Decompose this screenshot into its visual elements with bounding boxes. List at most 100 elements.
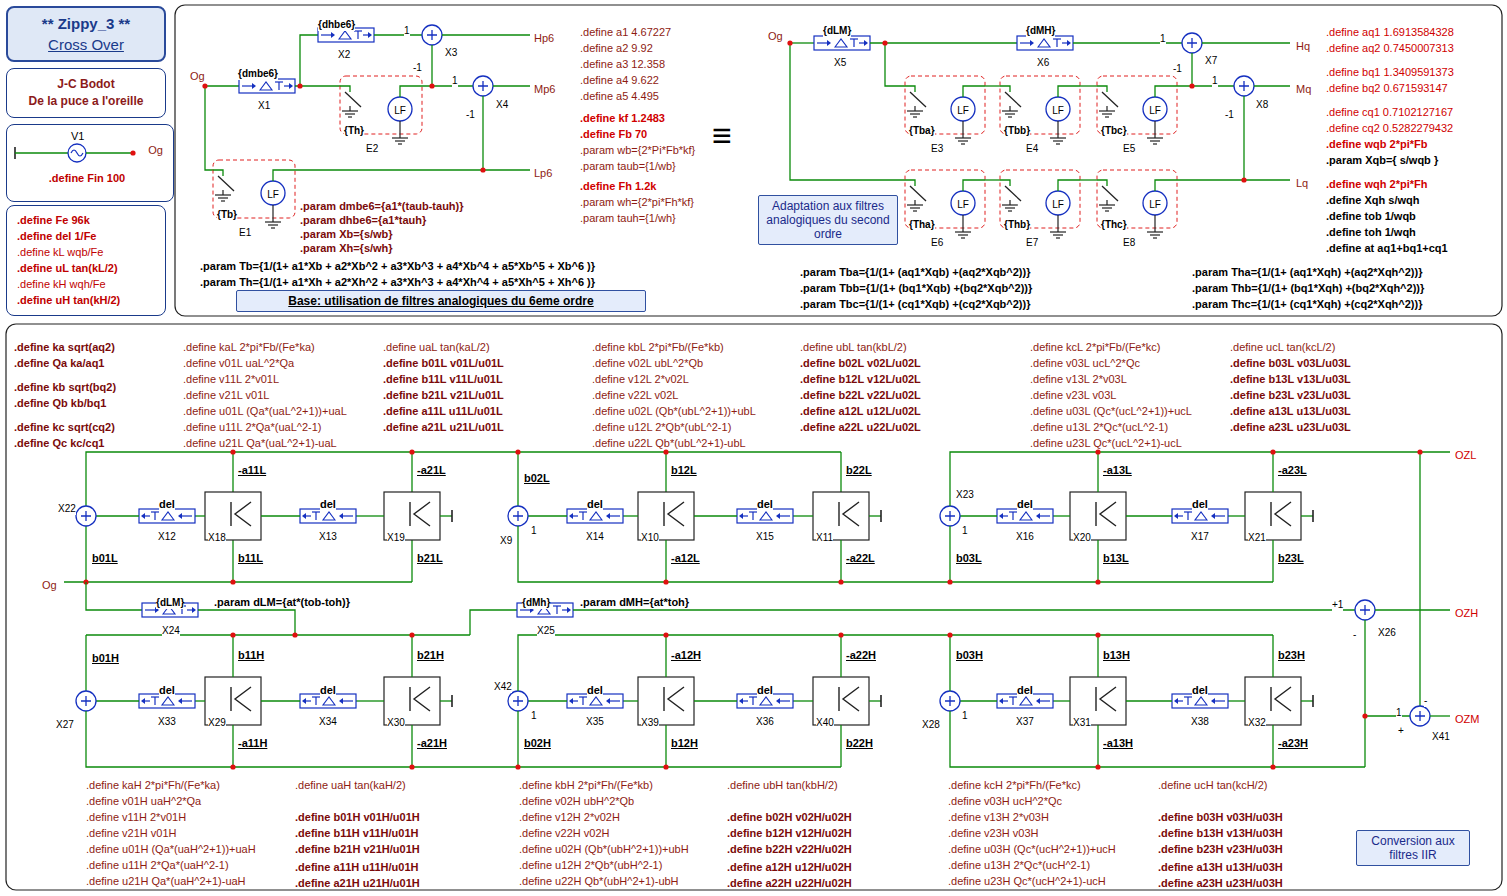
part-name: X38 xyxy=(1191,716,1209,728)
delay-delta xyxy=(590,697,602,705)
wire xyxy=(1419,452,1420,706)
part-name: X37 xyxy=(1016,716,1034,728)
label-anchor: {Thc} xyxy=(1101,214,1127,232)
ground-lead xyxy=(962,121,963,138)
label-text: .define v21L v01L xyxy=(183,389,269,401)
delay-arrowhead xyxy=(1211,513,1215,519)
label-anchor: del xyxy=(757,680,773,698)
wire xyxy=(213,170,223,176)
coefficient-label: b13L xyxy=(1103,552,1129,564)
wire xyxy=(840,540,841,582)
label-text: LF xyxy=(1052,105,1064,117)
label-anchor: del xyxy=(159,494,175,512)
ground xyxy=(913,210,917,211)
label-anchor: -a11L xyxy=(238,460,266,478)
iir-symbol xyxy=(235,687,251,711)
label-text: .define u11L 2*Qa*(uaL^2-1) xyxy=(183,421,321,433)
junction-dot xyxy=(1095,764,1100,769)
part-name: X22 xyxy=(58,503,76,515)
iir-symbol xyxy=(1100,687,1116,711)
ground xyxy=(1050,231,1066,232)
lf-source xyxy=(951,191,975,215)
label-anchor: LF xyxy=(1052,100,1064,118)
junction-dot xyxy=(838,632,843,637)
ground xyxy=(1050,137,1066,138)
label-text: Og xyxy=(768,30,783,42)
label-text: .define Xqh s/wqh xyxy=(1326,194,1420,206)
coefficient-label: b01H xyxy=(92,652,119,664)
ground xyxy=(910,207,920,208)
delay-arrowhead xyxy=(141,513,145,519)
part-name: X9 xyxy=(500,535,512,547)
junction-dot xyxy=(947,579,952,584)
ground-lead xyxy=(962,215,963,232)
part-name: X13 xyxy=(319,531,337,543)
coefficient-label: b21L xyxy=(417,552,443,564)
part-name: X35 xyxy=(586,716,604,728)
label-text: .define u03L (Qc*(ucL^2+1))+ucL xyxy=(1030,405,1192,417)
junction-dot xyxy=(297,83,302,88)
delay-block xyxy=(567,509,623,523)
label-text: Og xyxy=(190,70,205,82)
delay-block xyxy=(1172,694,1228,708)
summer-plus xyxy=(1239,81,1249,91)
wire xyxy=(295,169,530,170)
label-anchor: .define v13L 2*v03L xyxy=(1030,369,1127,387)
part-name: X2 xyxy=(338,49,350,61)
label-text: .define kbL 2*pi*Fb/(Fe*kb) xyxy=(592,341,724,353)
lf-source xyxy=(261,181,285,205)
label-text: .define a5 4.495 xyxy=(580,90,659,102)
summer-circle xyxy=(1234,76,1254,96)
switch xyxy=(910,92,926,107)
label-text: .define u01L (Qa*(uaL^2+1))+uaL xyxy=(183,405,347,417)
label-text: .define b03H v03H/u03H xyxy=(1158,811,1283,823)
label-anchor: .define a3 12.358 xyxy=(580,54,665,72)
iir-symbol xyxy=(1100,502,1116,526)
wire xyxy=(949,635,950,691)
terminator xyxy=(451,510,453,522)
label-anchor: LF xyxy=(1052,194,1064,212)
summer-plus xyxy=(1187,38,1197,48)
part-name: E5 xyxy=(1123,143,1135,155)
label-anchor: E3 xyxy=(931,138,943,156)
label-anchor: -a21L xyxy=(417,460,446,478)
wire xyxy=(195,700,205,701)
label-anchor: .define kbL 2*pi*Fb/(Fe*kb) xyxy=(592,337,724,355)
wire xyxy=(1228,700,1245,701)
wire xyxy=(905,180,915,186)
label-anchor: .param Thc={1/(1+ (cq1*Xqh) +(cq2*Xqh^2)… xyxy=(1192,294,1422,312)
ground xyxy=(221,200,225,201)
summer-plus xyxy=(81,696,91,706)
label-anchor: .define b21L v21L/u01L xyxy=(383,385,504,403)
label-anchor: .define v12L 2*v02L xyxy=(592,369,689,387)
delay-arrowhead xyxy=(302,513,306,519)
junction-dot xyxy=(429,83,434,88)
label-anchor: .define b03L v03L/u03L xyxy=(1230,353,1351,371)
label-text: .define a4 9.622 xyxy=(580,74,659,86)
wire xyxy=(1053,700,1070,701)
label-anchor: .define b12L v12L/u02L xyxy=(800,369,921,387)
junction-dot xyxy=(1417,449,1422,454)
junction-dot xyxy=(515,764,520,769)
node-text: Base: utilisation de filtres analogiques… xyxy=(243,294,639,308)
wire xyxy=(411,635,412,677)
part-name: 1 xyxy=(531,525,537,537)
part-name: - xyxy=(1424,695,1427,707)
label-text: .define u12L 2*Qb*(ubL^2-1) xyxy=(592,421,731,433)
label-anchor: .define a21L u21L/u01L xyxy=(383,417,504,435)
label-text: .define Fb 70 xyxy=(580,128,647,140)
label-anchor: .define b11L v11L/u01L xyxy=(383,369,503,387)
delay-delta xyxy=(260,82,272,90)
part-name: -1 xyxy=(466,109,475,121)
terminator xyxy=(880,695,882,707)
delay-arrowhead xyxy=(252,83,256,89)
label-anchor: b11H xyxy=(238,645,264,663)
label-anchor: X27 xyxy=(56,714,74,732)
label-text: {dLM} xyxy=(156,597,184,609)
label-text: {dMh} xyxy=(522,597,550,609)
label-text: .define b01L v01L/u01L xyxy=(383,357,504,369)
label-anchor: .define a11L u11L/u01L xyxy=(383,401,503,419)
wire xyxy=(665,725,666,767)
part-name: + xyxy=(1398,725,1404,737)
